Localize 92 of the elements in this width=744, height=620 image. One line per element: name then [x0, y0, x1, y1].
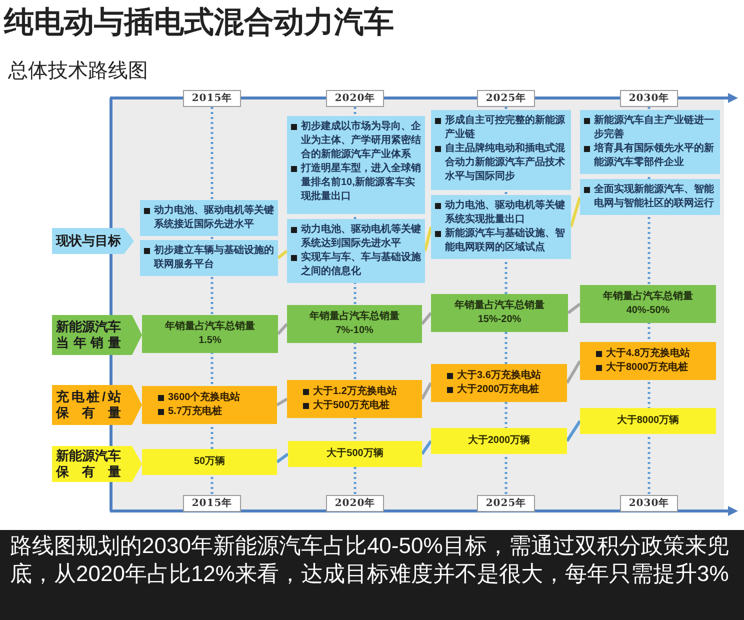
year-label [183, 495, 241, 512]
connector-line [570, 196, 582, 228]
goal-box [580, 110, 720, 174]
row-label: 现状与目标 [56, 233, 121, 249]
goal-box [287, 116, 425, 214]
year-label [183, 90, 241, 107]
box-text: 年销量占汽车总销量 [603, 291, 693, 302]
box-text: 年销量占汽车总销量 [165, 321, 255, 332]
box-text: 2030年 [628, 93, 670, 104]
year-label [620, 90, 678, 107]
row-label: 新能源汽车保有量 [56, 448, 121, 480]
charging-box [287, 380, 422, 418]
box-text: 2020年 [334, 498, 376, 509]
box-text: 大于8000万辆 [616, 415, 680, 426]
goal-box [431, 110, 571, 190]
box-text: 实现车与车、车与基础设施之间的信息化 [301, 251, 421, 279]
box-text: 培育具有国际领先水平的新能源汽车零部件企业 [594, 142, 715, 170]
box-text: 大于4.8万充换电站 [606, 347, 690, 361]
box-text: 形成自主可控完整的新能源产业链 [445, 114, 566, 142]
fleet-box [431, 428, 567, 454]
charging-box [142, 386, 277, 424]
goal-box [580, 179, 720, 215]
goal-box [140, 200, 278, 236]
box-text: 动力电池、驱动电机等关键系统达到国际先进水平 [301, 223, 421, 251]
box-text: 大于500万充电桩 [313, 399, 390, 413]
box-text: 3600个充换电站 [168, 391, 240, 405]
box-text: 2025年 [486, 93, 526, 104]
box-text: 新能源汽车自主产业链进一步完善 [594, 114, 715, 142]
box-text: 大于3.6万充换电站 [457, 369, 541, 383]
connector-line [566, 360, 582, 384]
connector-line [420, 382, 432, 400]
sales-share-box [580, 285, 716, 323]
box-text: 大于1.2万充换电站 [313, 385, 397, 399]
sales-share-box [142, 315, 278, 353]
box-text: 50万辆 [194, 456, 226, 467]
box-text: 年销量占汽车总销量 [310, 311, 400, 322]
connector-line [277, 250, 288, 260]
sales-share-box [431, 294, 568, 332]
box-text: 15%-20% [478, 314, 522, 325]
box-text: 大于8000万充电桩 [606, 361, 688, 375]
charging-box [431, 364, 567, 402]
box-text: 自主品牌纯电动和插电式混合动力新能源汽车产品技术水平与国际同步 [445, 142, 566, 184]
row-label-tab [52, 228, 134, 254]
connector-line [276, 323, 288, 335]
goal-box [431, 195, 571, 259]
row-label-tab [52, 446, 142, 482]
year-label [620, 495, 678, 512]
charging-box [580, 342, 716, 380]
connector-line [276, 398, 288, 406]
connector-line [420, 440, 432, 455]
box-text: 大于500万辆 [326, 448, 384, 459]
goal-box [140, 240, 278, 276]
fleet-box [580, 408, 716, 434]
row-label-tab [52, 315, 142, 355]
connector-line [276, 452, 289, 464]
connector-line [424, 226, 432, 252]
box-text: 动力电池、驱动电机等关键系统接近国际先进水平 [154, 204, 274, 232]
box-text: 大于2000万充电桩 [457, 383, 540, 397]
box-text: 7%-10% [336, 325, 374, 336]
year-label [477, 495, 535, 512]
box-text: 5.7万充电桩 [168, 405, 222, 419]
box-text: 打造明星车型，进入全球销量排名前10,新能源客车实现批量出口 [301, 162, 421, 204]
fleet-box [142, 449, 277, 475]
connector-line [567, 302, 581, 314]
box-text: 1.5% [198, 335, 222, 346]
box-text: 初步建立车辆与基础设施的联网服务平台 [154, 244, 274, 272]
subtitle: 总体技术路线图 [8, 59, 148, 84]
row-label: 新能源汽车当年销量 [56, 319, 121, 351]
box-text: 2025年 [486, 498, 526, 509]
box-text: 年销量占汽车总销量 [454, 300, 544, 311]
box-text: 2015年 [192, 498, 232, 509]
box-text: 全面实现新能源汽车、智能电网与智能社区的联网运行 [594, 183, 715, 211]
sales-share-box [287, 305, 422, 343]
box-text: 动力电池、驱动电机等关键系统实现批量出口 [445, 199, 566, 227]
fleet-box [288, 441, 422, 467]
caption: 路线图规划的2030年新能源汽车占比40-50%目标，需通过双积分政策来兜底，从2020年占比12%来看，达成目标难度并不是很大，每年只需提升3% [9, 532, 730, 588]
box-text: 新能源汽车与基础设施、智能电网联网的区域试点 [445, 227, 566, 255]
box-text: 2015年 [192, 93, 232, 104]
box-text: 40%-50% [626, 305, 670, 316]
box-text: 初步建成以市场为导向、企业为主体、产学研用紧密结合的新能源汽车产业体系 [301, 120, 421, 162]
title: 纯电动与插电式混合动力汽车 [4, 5, 394, 41]
connector-line [420, 312, 432, 325]
year-label [326, 495, 384, 512]
year-label [477, 90, 535, 107]
row-label-tab [52, 385, 142, 425]
goal-box [287, 219, 425, 283]
box-text: 大于2000万辆 [468, 435, 530, 446]
box-text: 2020年 [334, 93, 376, 104]
year-label [326, 90, 384, 107]
connector-line [566, 420, 582, 442]
box-text: 2030年 [628, 498, 670, 509]
row-label: 充电桩/站保有量 [56, 389, 121, 421]
